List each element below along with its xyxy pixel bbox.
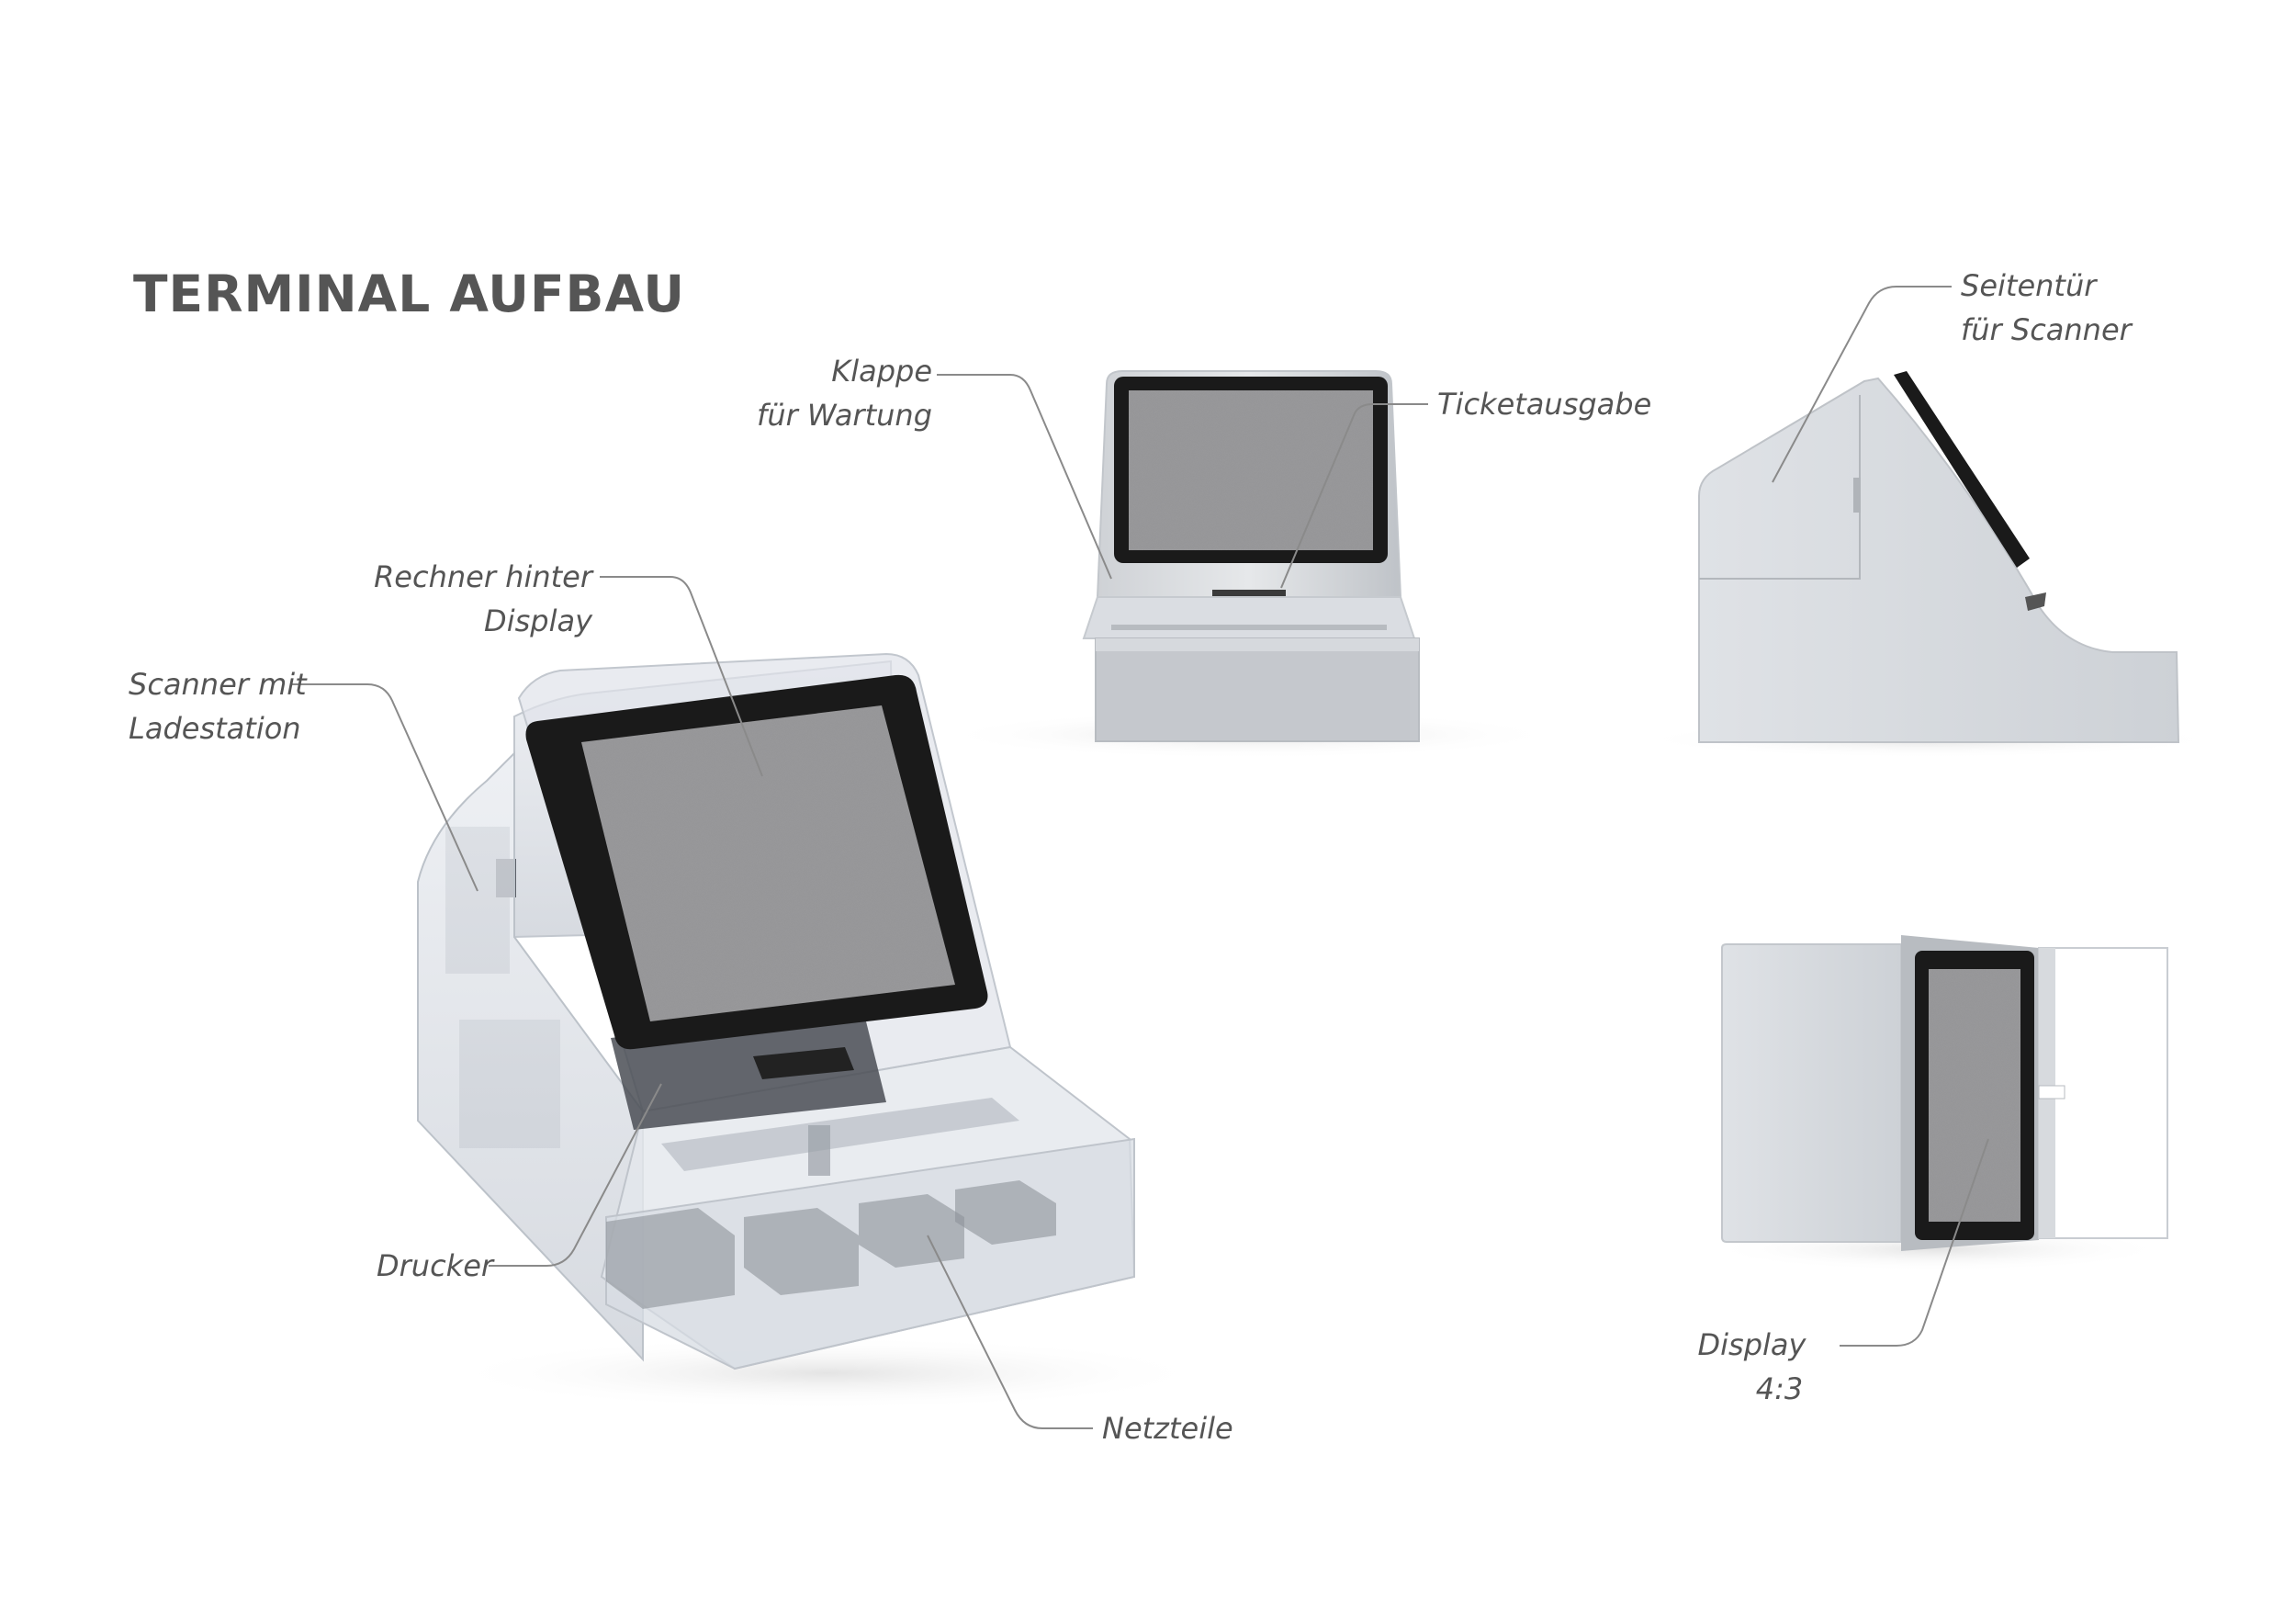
label-display-line2: 4:3: [1755, 1371, 1804, 1406]
side-view: [1635, 371, 2223, 758]
label-netzteile: Netzteile: [1102, 1406, 1233, 1450]
label-drucker: Drucker: [377, 1244, 493, 1288]
label-rechner-line2: Display: [484, 603, 592, 638]
label-scanner-line2: Ladestation: [129, 711, 301, 746]
label-ticketausgabe-text: Ticketausgabe: [1437, 387, 1652, 422]
top-view: [1708, 935, 2168, 1271]
label-scanner-ladestation: Scanner mit Ladestation: [129, 662, 307, 750]
label-netzteile-text: Netzteile: [1102, 1411, 1233, 1446]
label-display-line1: Display: [1697, 1327, 1806, 1362]
label-seitentuer-line2: für Scanner: [1961, 312, 2132, 347]
label-klappe-line1: Klappe: [831, 354, 932, 389]
label-display-4-3: Display 4:3: [1671, 1323, 1832, 1411]
front-view: [937, 370, 1561, 759]
label-klappe-wartung: Klappe für Wartung: [753, 349, 932, 437]
leader-lines: [292, 286, 1989, 1429]
label-scanner-line1: Scanner mit: [129, 667, 307, 702]
label-drucker-text: Drucker: [377, 1248, 494, 1283]
perspective-view: [417, 652, 1212, 1410]
label-rechner-line1: Rechner hinter: [374, 559, 592, 594]
label-ticketausgabe: Ticketausgabe: [1437, 382, 1651, 426]
page-title: TERMINAL AUFBAU: [133, 265, 685, 323]
label-rechner-display: Rechner hinter Display: [367, 555, 592, 643]
label-klappe-line2: für Wartung: [757, 398, 932, 433]
label-seitentuer-scanner: Seitentür für Scanner: [1961, 264, 2132, 352]
label-seitentuer-line1: Seitentür: [1961, 268, 2097, 303]
